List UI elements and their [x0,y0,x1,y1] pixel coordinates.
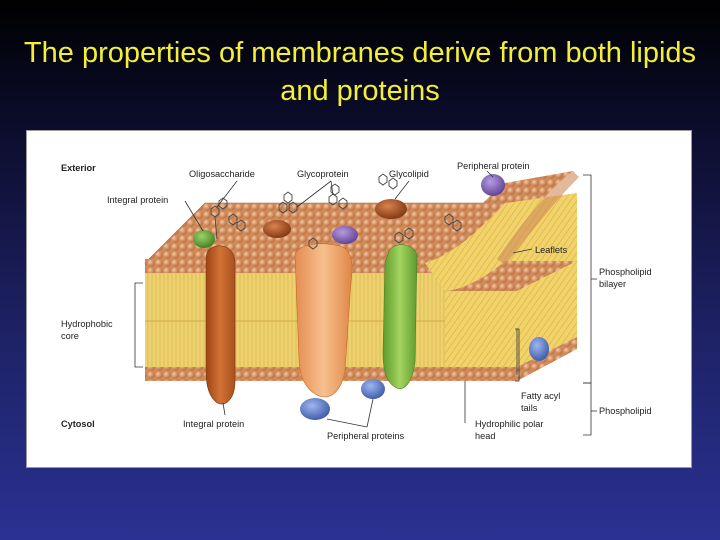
label-leaflets: Leaflets [535,245,568,255]
peripheral-protein-purple [332,226,358,244]
peripheral-protein-blue-3 [529,337,549,361]
label-glycoprotein: Glycoprotein [297,169,349,179]
label-hydrophobic-line1: Hydrophobic [61,319,113,329]
peripheral-protein-blue-1 [300,398,330,420]
label-exterior: Exterior [61,163,96,173]
membrane-figure: Exterior Cytosol Oligosaccharide Glycopr… [26,130,692,468]
peripheral-protein-top-right [481,174,505,196]
label-phospholipid-line2: bilayer [599,279,626,289]
peripheral-protein-blue-2 [361,379,385,399]
slide-title: The properties of membranes derive from … [0,34,720,110]
label-glycolipid: Glycolipid [389,169,429,179]
label-fatty-line2: tails [521,403,538,413]
label-oligosaccharide: Oligosaccharide [189,169,255,179]
label-integral-protein-top: Integral protein [107,195,168,205]
label-fatty-line1: Fatty acyl [521,391,560,401]
label-cytosol: Cytosol [61,419,95,429]
glycoprotein-brown [263,220,291,238]
membrane-diagram: Exterior Cytosol Oligosaccharide Glycopr… [27,131,691,467]
label-hydrophilic-line1: Hydrophilic polar [475,419,543,429]
glycolipid-brown-patch [375,199,407,219]
label-phospholipid: Phospholipid [599,406,652,416]
label-peripheral-protein-top: Peripheral protein [457,161,530,171]
label-peripheral-proteins-bottom: Peripheral proteins [327,431,405,441]
integral-protein-green-cap [193,230,215,248]
label-integral-protein-bottom: Integral protein [183,419,244,429]
integral-protein-green [383,245,417,389]
label-hydrophobic-line2: core [61,331,79,341]
integral-protein-light [295,244,352,397]
label-hydrophilic-line2: head [475,431,495,441]
label-phospholipid-line1: Phospholipid [599,267,652,277]
